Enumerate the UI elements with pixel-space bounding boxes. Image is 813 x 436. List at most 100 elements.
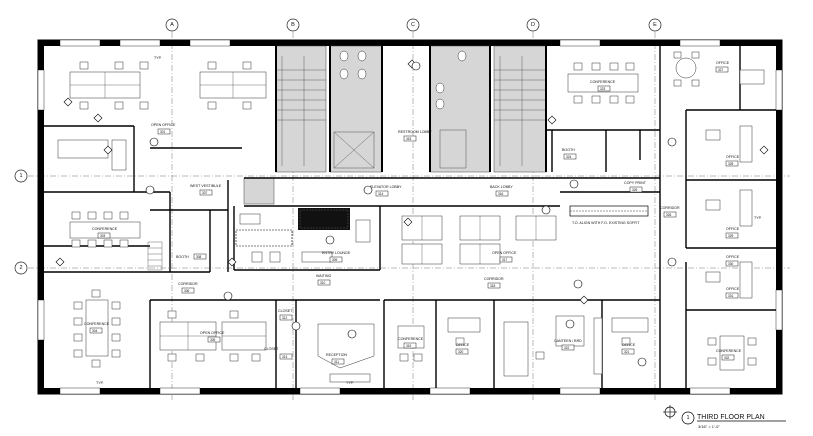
room-tag-booth-e: BOOTH 324	[562, 148, 577, 160]
svg-text:317: 317	[502, 258, 508, 262]
room-tag-conference-sw: CONFERENCE 304	[84, 322, 110, 334]
svg-text:313: 313	[282, 355, 288, 359]
svg-text:310: 310	[320, 281, 326, 285]
typ-note-top: TYP.	[154, 56, 162, 60]
svg-text:BOOTH: BOOTH	[176, 255, 189, 259]
svg-text:316: 316	[498, 192, 504, 196]
room-tag-copy-print: COPY PRINT 325	[624, 181, 647, 193]
drawing-number: 1	[686, 415, 689, 421]
room-tag-conference-nw: CONFERENCE 323	[590, 80, 616, 92]
svg-text:OFFICE: OFFICE	[456, 343, 470, 347]
svg-text:318: 318	[490, 284, 496, 288]
svg-text:324: 324	[566, 155, 572, 159]
svg-text:330: 330	[728, 262, 734, 266]
svg-text:306: 306	[184, 289, 190, 293]
grid-bubble-e: E	[648, 18, 662, 32]
svg-text:312: 312	[282, 316, 288, 320]
svg-text:BOOTH: BOOTH	[562, 148, 575, 152]
grid-bubble-2: 2	[14, 261, 28, 275]
svg-text:326: 326	[666, 213, 672, 217]
svg-text:308: 308	[196, 255, 202, 259]
room-tag-open-office-nw: OPEN OFFICE 301	[151, 123, 176, 135]
exterior-walls	[37, 39, 783, 395]
room-tag-elevator-lobby: ELEVATOR LOBBY 314	[370, 185, 402, 197]
svg-text:WAITING: WAITING	[316, 274, 331, 278]
room-tag-open-office-sw: OPEN OFFICE 305	[200, 331, 225, 343]
room-tag-office-s1: OFFICE 320	[455, 343, 470, 355]
svg-text:ENTRY LOUNGE: ENTRY LOUNGE	[322, 251, 351, 255]
room-tag-restroom-lobby: RESTROOM LOBBY 315	[398, 130, 432, 142]
svg-text:315: 315	[406, 137, 412, 141]
svg-text:A: A	[170, 22, 174, 28]
svg-text:332: 332	[724, 356, 730, 360]
svg-text:CONFERENCE: CONFERENCE	[92, 227, 118, 231]
svg-text:322: 322	[564, 346, 570, 350]
grid-bubble-d: D	[526, 18, 540, 32]
drawing-number-bubble	[681, 411, 695, 425]
svg-text:OFFICE: OFFICE	[726, 255, 740, 259]
svg-text:CONFERENCE: CONFERENCE	[84, 322, 110, 326]
building-core	[243, 45, 547, 230]
svg-text:309: 309	[332, 258, 338, 262]
room-tag-entry-lounge: ENTRY LOUNGE 309	[322, 251, 351, 263]
svg-text:OFFICE: OFFICE	[726, 155, 740, 159]
svg-text:D: D	[531, 22, 535, 28]
svg-text:331: 331	[728, 294, 734, 298]
svg-text:314: 314	[378, 192, 384, 196]
soffit-band	[235, 205, 649, 247]
room-tag-office-e3: OFFICE 329	[725, 227, 740, 239]
grid-bubble-c: C	[406, 18, 420, 32]
svg-text:305: 305	[210, 338, 216, 342]
svg-text:325: 325	[632, 188, 638, 192]
detail-markers	[55, 59, 769, 367]
room-tag-corridor-e: CORRIDOR 326	[660, 206, 680, 218]
svg-text:E: E	[653, 22, 657, 28]
svg-text:304: 304	[92, 329, 98, 333]
room-tag-office-e2: OFFICE 328	[725, 155, 740, 167]
typ-note-s: TYP.	[346, 381, 354, 385]
svg-text:B: B	[291, 22, 295, 28]
svg-text:328: 328	[728, 162, 734, 166]
svg-text:1: 1	[19, 173, 22, 179]
svg-text:307: 307	[202, 191, 208, 195]
svg-text:OFFICE: OFFICE	[726, 227, 740, 231]
grid-bubble-a: A	[165, 18, 179, 32]
svg-text:311: 311	[334, 360, 339, 364]
room-tag-corridor-c: CORRIDOR 318	[484, 277, 504, 289]
svg-text:OPEN OFFICE: OPEN OFFICE	[151, 123, 176, 127]
svg-text:COPY PRINT: COPY PRINT	[624, 181, 647, 185]
svg-text:RECEPTION: RECEPTION	[326, 353, 347, 357]
svg-text:CONFERENCE: CONFERENCE	[398, 337, 424, 341]
room-tag-west-vestibule: WEST VESTIBULE 307	[190, 184, 222, 196]
svg-text:OPEN OFFICE: OPEN OFFICE	[492, 251, 517, 255]
svg-text:OFFICE: OFFICE	[716, 61, 730, 65]
room-tag-canteen: CANTEEN / BRD 322	[554, 339, 582, 351]
svg-text:329: 329	[728, 234, 734, 238]
svg-text:CONFERENCE: CONFERENCE	[716, 349, 742, 353]
svg-text:CLOSET: CLOSET	[278, 309, 293, 313]
room-tag-office-e5: OFFICE 331	[725, 287, 740, 299]
room-tag-closet-2: CLOSET 313	[264, 347, 293, 360]
svg-text:2: 2	[19, 265, 22, 271]
room-tag-corridor-w: CORRIDOR 306	[178, 282, 198, 294]
room-tag-closet-1: CLOSET 312	[278, 309, 293, 321]
room-tag-conference-w: CONFERENCE 303	[92, 227, 118, 239]
furniture	[57, 51, 765, 383]
room-tag-conference-s: CONFERENCE 319	[398, 337, 424, 349]
svg-text:CONFERENCE: CONFERENCE	[590, 80, 616, 84]
svg-text:OPEN OFFICE: OPEN OFFICE	[200, 331, 225, 335]
typ-note-east: TYP.	[754, 216, 762, 220]
svg-text:CLOSET: CLOSET	[264, 347, 279, 351]
grid-bubble-1: 1	[14, 169, 28, 183]
svg-text:OFFICE: OFFICE	[726, 287, 740, 291]
svg-text:301: 301	[160, 130, 166, 134]
svg-text:323: 323	[600, 87, 606, 91]
svg-text:303: 303	[100, 234, 106, 238]
svg-text:327: 327	[718, 68, 724, 72]
room-tag-office-e4: OFFICE 330	[725, 255, 740, 267]
room-tag-waiting: WAITING 310	[316, 274, 331, 286]
svg-text:321: 321	[624, 350, 630, 354]
drawing-title: THIRD FLOOR PLAN	[697, 414, 765, 421]
west-entry-stair	[147, 241, 163, 271]
